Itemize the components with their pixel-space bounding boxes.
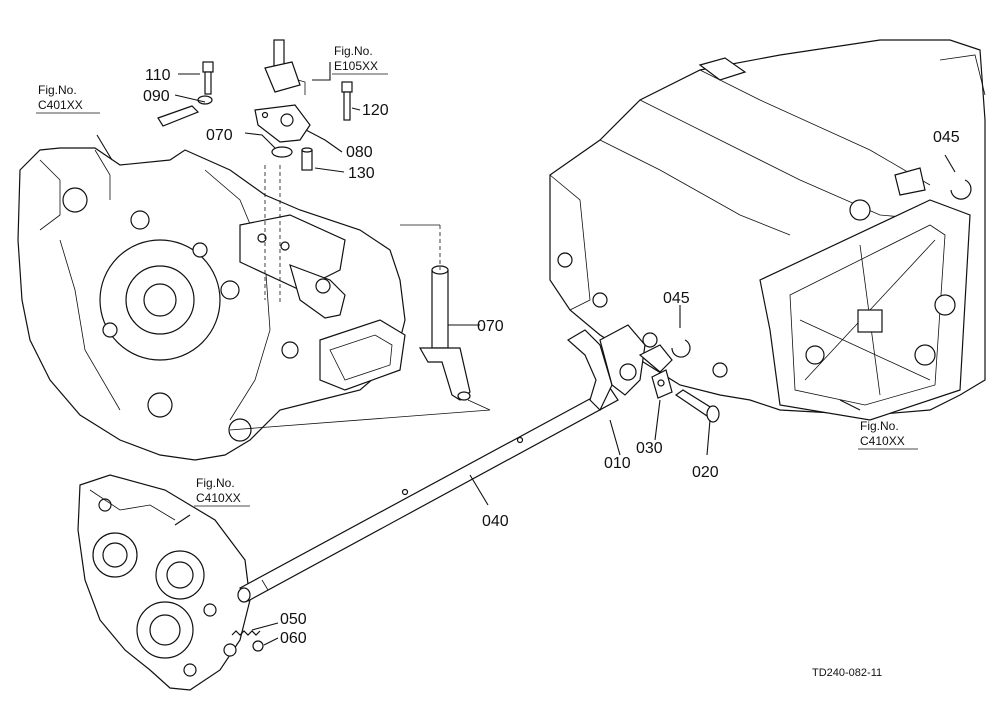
right-transmission-case bbox=[549, 39, 986, 421]
fig-ref-c410-left: Fig.No. C410XX bbox=[194, 476, 250, 507]
ball-060 bbox=[252, 640, 264, 652]
label-110: 110 bbox=[145, 67, 171, 84]
front-cover-plate bbox=[77, 474, 251, 691]
fig-ref-c410-right-caption: Fig.No. bbox=[860, 419, 899, 433]
drawing-id: TD240-082-11 bbox=[812, 667, 882, 679]
fig-ref-e105: Fig.No. E105XX bbox=[332, 44, 388, 75]
o-ring-080 bbox=[271, 146, 293, 158]
label-080: 070 bbox=[206, 127, 233, 144]
label-040: 040 bbox=[482, 513, 509, 530]
circlip-045-upper bbox=[950, 179, 972, 200]
label-060: 060 bbox=[280, 630, 307, 647]
part-labels: 110 090 120 070 080 130 070 045 045 010 … bbox=[143, 67, 960, 647]
label-120: 120 bbox=[362, 102, 389, 119]
label-100: 090 bbox=[143, 88, 170, 105]
plate-090 bbox=[254, 104, 311, 143]
fig-ref-c401: Fig.No. C401XX bbox=[36, 83, 100, 114]
label-050: 050 bbox=[280, 611, 307, 628]
fig-ref-c410-right: Fig.No. C410XX bbox=[858, 419, 918, 450]
spring-050 bbox=[231, 630, 261, 636]
label-045-lower: 045 bbox=[663, 290, 690, 307]
fig-ref-c410-left-caption: Fig.No. bbox=[196, 476, 235, 490]
bolt-120 bbox=[341, 81, 353, 121]
fig-ref-c401-code: C401XX bbox=[38, 98, 83, 112]
label-030: 030 bbox=[636, 440, 663, 457]
label-010: 010 bbox=[604, 455, 631, 472]
label-130: 130 bbox=[348, 165, 375, 182]
bolt-110 bbox=[197, 61, 214, 105]
pin-130 bbox=[301, 147, 313, 171]
label-090: 080 bbox=[346, 144, 373, 161]
left-transmission-housing bbox=[17, 147, 406, 461]
fig-ref-c401-caption: Fig.No. bbox=[38, 83, 77, 97]
bolt-020 bbox=[674, 389, 720, 423]
label-070: 070 bbox=[477, 318, 504, 335]
label-045-upper: 045 bbox=[933, 129, 960, 146]
fig-ref-c410-right-code: C410XX bbox=[860, 434, 905, 448]
key-100 bbox=[157, 105, 200, 127]
fig-ref-c410-left-code: C410XX bbox=[196, 491, 241, 505]
shift-fork-010 bbox=[566, 324, 673, 412]
label-020: 020 bbox=[692, 464, 719, 481]
lock-plate-030 bbox=[651, 369, 673, 399]
leader-lines bbox=[96, 62, 956, 646]
fig-ref-e105-caption: Fig.No. bbox=[334, 44, 373, 58]
upper-shaft bbox=[264, 39, 306, 95]
circlip-045-lower bbox=[671, 339, 691, 358]
shift-rod-040 bbox=[237, 387, 619, 603]
shift-arm-070 bbox=[229, 224, 491, 431]
fig-ref-e105-code: E105XX bbox=[334, 59, 378, 73]
